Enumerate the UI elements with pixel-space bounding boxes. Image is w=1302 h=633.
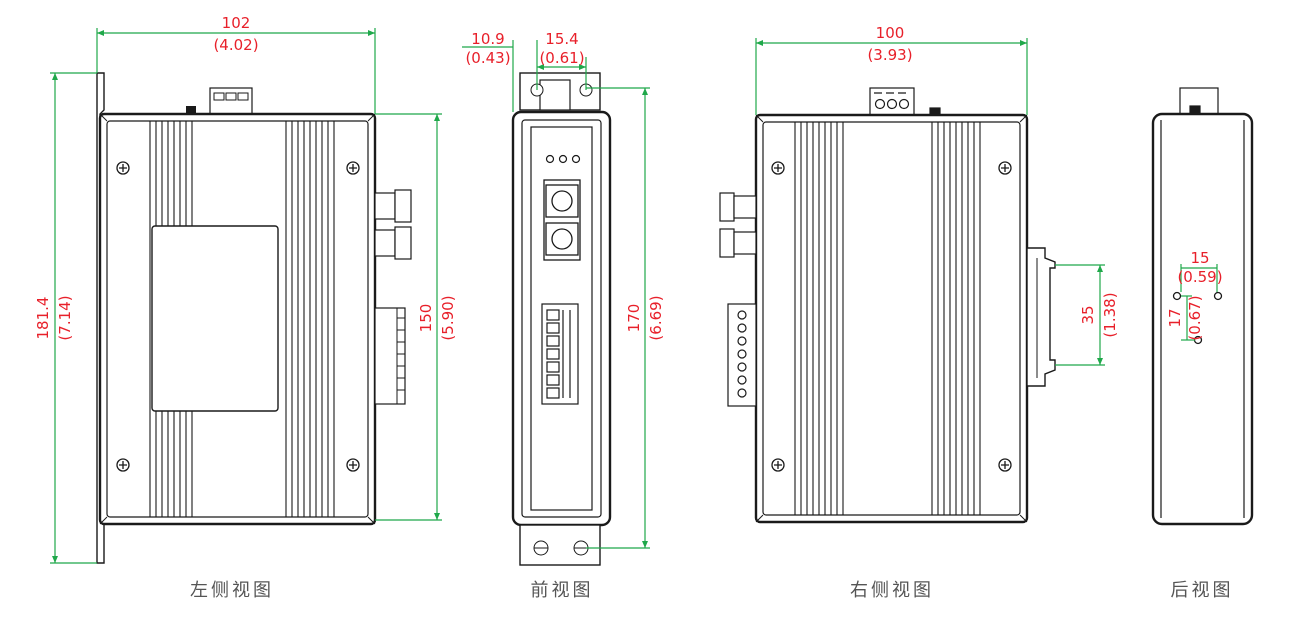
right-screws	[771, 161, 1012, 472]
front-bottom-mount-tab	[519, 524, 601, 566]
rear-view: 15 (0.59) 17 (0.67) 后视图	[1151, 87, 1254, 601]
rear-dimension-lines	[1180, 264, 1218, 341]
right-top-terminal	[869, 87, 941, 116]
right-side-view: 100 (3.93) 35 (1.38) 右侧视图	[719, 24, 1119, 601]
left-width-in: (4.02)	[213, 36, 258, 54]
left-dimension-arrows	[52, 30, 440, 563]
front-hole-in: (0.61)	[539, 49, 584, 67]
right-width-in: (3.93)	[867, 46, 912, 64]
left-body-height-in: (5.90)	[439, 295, 457, 340]
front-dimension-arrows	[537, 64, 648, 548]
right-heat-fins	[794, 122, 981, 515]
right-dimension-arrows	[756, 40, 1103, 365]
rear-hole-h-mm: 15	[1190, 249, 1209, 267]
right-din-rail-clip	[1026, 247, 1056, 387]
left-top-terminal	[186, 87, 253, 115]
front-view-caption: 前视图	[531, 580, 594, 601]
right-view-caption: 右侧视图	[850, 580, 934, 601]
front-hole-mm: 15.4	[545, 30, 578, 48]
front-offset-in: (0.43)	[465, 49, 510, 67]
left-body	[98, 112, 377, 526]
front-dimension-lines	[462, 40, 650, 549]
left-label-area	[151, 225, 279, 412]
rear-body	[1151, 112, 1254, 526]
right-rail-in: (1.38)	[1101, 292, 1119, 337]
rear-hole-v-mm: 17	[1166, 308, 1184, 327]
left-width-mm: 102	[222, 14, 251, 32]
front-height-in: (6.69)	[647, 295, 665, 340]
right-width-mm: 100	[876, 24, 905, 42]
front-height-mm: 170	[625, 304, 643, 333]
left-dimension-lines	[50, 28, 442, 564]
front-view: 10.9 (0.43) 15.4 (0.61) 170 (6.69) 前视图	[462, 30, 665, 601]
front-fiber-ports	[543, 179, 581, 261]
left-screws	[116, 161, 360, 472]
right-side-terminal	[727, 303, 757, 407]
left-view-caption: 左侧视图	[190, 580, 274, 601]
left-side-terminal	[374, 307, 406, 405]
front-led-indicators	[545, 154, 581, 164]
left-fiber-connectors	[374, 189, 412, 260]
rear-view-caption: 后视图	[1171, 580, 1234, 601]
right-dimension-lines	[755, 38, 1105, 366]
right-fiber-connectors	[719, 192, 757, 258]
rear-mount-holes	[1172, 291, 1223, 345]
left-height-in: (7.14)	[56, 295, 74, 340]
rear-hole-v-in: (0.67)	[1186, 295, 1204, 340]
front-terminal-strip	[541, 303, 579, 405]
right-rail-mm: 35	[1079, 305, 1097, 324]
front-top-mount-tab	[519, 72, 601, 111]
rear-hole-h-in: (0.59)	[1177, 268, 1222, 286]
left-height-mm: 181.4	[34, 297, 52, 340]
front-offset-mm: 10.9	[471, 30, 504, 48]
left-body-height-mm: 150	[417, 304, 435, 333]
rear-top-terminal	[1179, 87, 1219, 115]
left-side-view: 102 (4.02) 181.4 (7.14) 150 (5.90) 左侧视图	[34, 14, 457, 601]
